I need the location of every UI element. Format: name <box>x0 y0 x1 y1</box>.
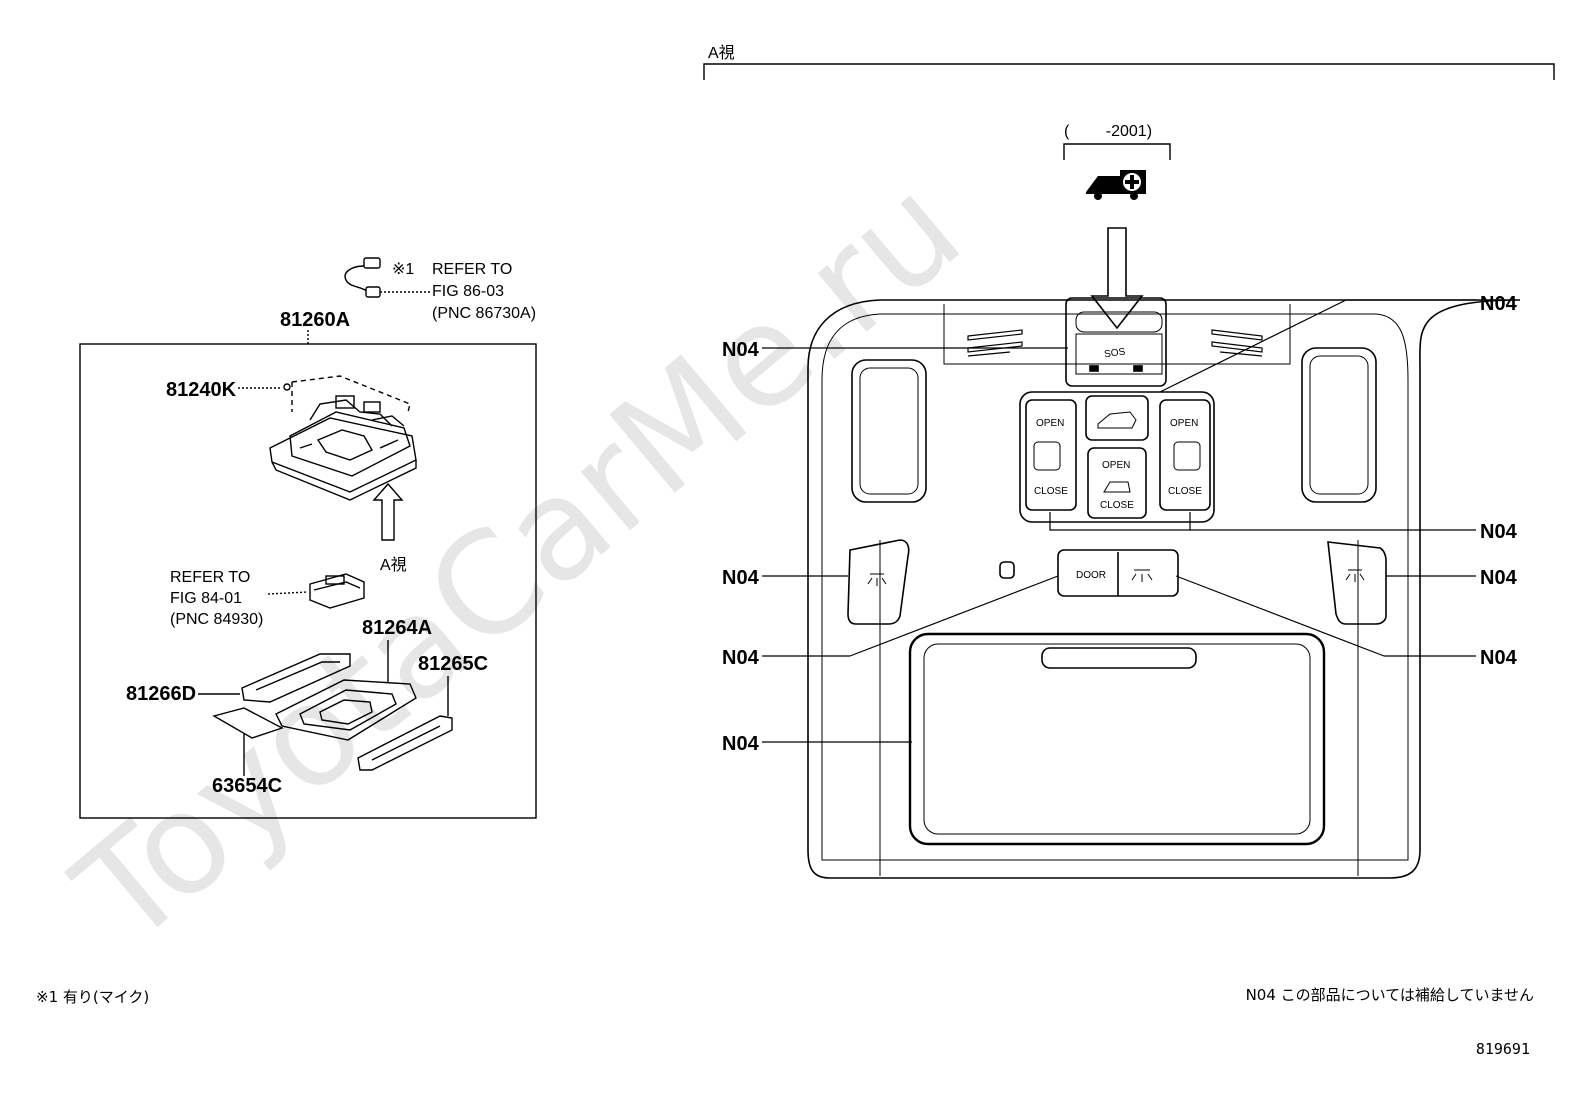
right-slide-door-button[interactable] <box>1159 399 1211 511</box>
svg-text:CLOSE: CLOSE <box>1168 486 1202 497</box>
lamp-note-line-1: REFER TO <box>170 569 250 586</box>
left-vent <box>967 329 1023 357</box>
view-arrow-label: A視 <box>380 556 407 574</box>
lamp-icon <box>1345 569 1365 582</box>
callout-right-lamp: N04 <box>1480 567 1518 589</box>
footer-right-note: N04 この部品については補給していません <box>1245 986 1534 1004</box>
down-arrow-icon <box>1090 227 1144 330</box>
center-slide-door-button[interactable] <box>1087 447 1147 519</box>
dome-lamp-lens <box>908 632 1326 846</box>
left-slide-door-button[interactable] <box>1025 399 1077 511</box>
svg-text:OPEN: OPEN <box>1102 460 1130 471</box>
part-label-81265c: 81265C <box>418 653 488 675</box>
callout-lamp-switch: N04 <box>1480 647 1518 669</box>
callout-dome-lamp: N04 <box>722 733 760 755</box>
lamp-icon <box>1131 569 1153 582</box>
part-label-81266d: 81266D <box>126 683 196 705</box>
left-map-light-lens <box>851 359 927 503</box>
left-lamp-button[interactable] <box>847 539 910 625</box>
overhead-console <box>807 297 1521 879</box>
mic-note-line-2: FIG 86-03 <box>432 283 504 300</box>
mic-note-line-3: (PNC 86730A) <box>432 305 536 322</box>
ambulance-icon <box>1086 170 1146 200</box>
callout-sos: N04 <box>722 339 760 361</box>
right-vent <box>1211 329 1263 357</box>
lamp-icons <box>867 569 1365 586</box>
part-label-81264a: 81264A <box>362 617 432 639</box>
part-label-63654c: 63654C <box>212 775 282 797</box>
callout-leaders <box>762 299 1476 743</box>
right-lamp-button[interactable] <box>1327 541 1387 625</box>
part-81265c <box>357 676 453 771</box>
svg-text:SOS: SOS <box>1104 346 1127 360</box>
button-labels: SOS OPEN CLOSE OPEN CLOSE OPEN CLOSE DOO… <box>1034 346 1202 581</box>
year-range: ( -2001) <box>1064 123 1152 140</box>
part-81264a <box>275 640 417 741</box>
left-labels: ※1 REFER TO FIG 86-03 (PNC 86730A) 81260… <box>126 261 536 797</box>
svg-text:CLOSE: CLOSE <box>1100 500 1134 511</box>
sos-module <box>1065 297 1167 387</box>
mic-note-line-1: REFER TO <box>432 261 512 278</box>
microphone-hole <box>999 561 1015 579</box>
callout-labels: N04 N04 N04 N04 N04 N04 N04 N04 <box>722 293 1518 755</box>
part-label-81240k: 81240K <box>166 379 237 401</box>
part-81266d <box>198 653 351 703</box>
svg-text:OPEN: OPEN <box>1036 418 1064 429</box>
rear-hatch-button[interactable] <box>1085 395 1149 441</box>
part-63654c <box>212 707 284 776</box>
lamp-note-line-3: (PNC 84930) <box>170 611 263 628</box>
part-label-81260a: 81260A <box>280 309 350 331</box>
lamp-icon <box>867 573 887 586</box>
svg-text:DOOR: DOOR <box>1076 570 1106 581</box>
footer-left-note: ※1 有り(マイク) <box>36 988 150 1006</box>
microphone-harness <box>344 257 430 298</box>
lamp-note-line-2: FIG 84-01 <box>170 590 242 607</box>
svg-text:OPEN: OPEN <box>1170 418 1198 429</box>
callout-door-switch: N04 <box>722 647 760 669</box>
callout-hatch: N04 <box>1480 293 1518 315</box>
console-housing <box>269 375 417 501</box>
mic-note-mark: ※1 <box>392 261 414 278</box>
svg-text:CLOSE: CLOSE <box>1034 486 1068 497</box>
view-a-arrow <box>372 482 404 541</box>
right-panel: A視 ( -2001) <box>703 44 1555 879</box>
callout-slide-switch: N04 <box>1480 521 1518 543</box>
map-lamp <box>267 573 365 609</box>
left-panel <box>79 257 537 819</box>
figure-number: 819691 <box>1475 1040 1530 1058</box>
callout-left-lamp: N04 <box>722 567 760 589</box>
right-map-light-lens <box>1301 347 1377 503</box>
view-title: A視 <box>708 44 735 62</box>
